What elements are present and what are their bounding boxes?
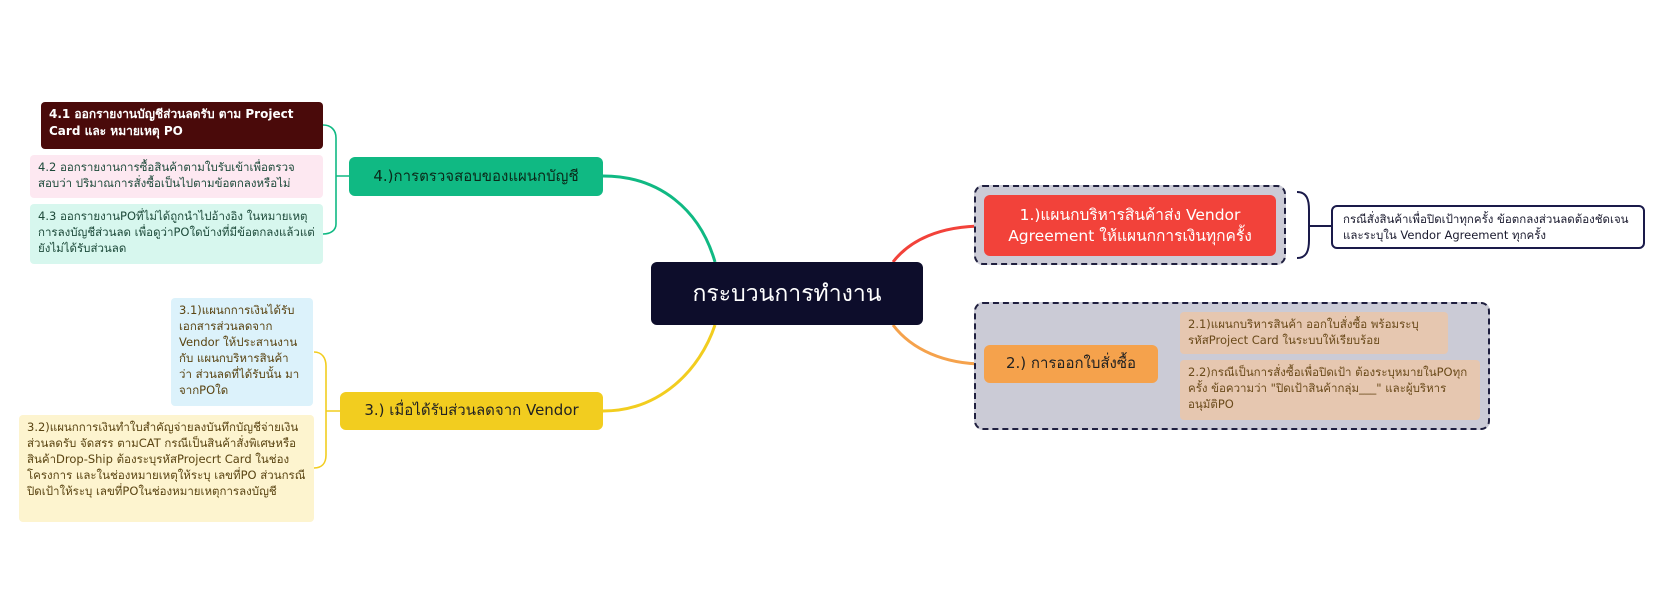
note-callout-1-text: กรณีสั่งสินค้าเพื่อปิดเป้าทุกครั้ง ข้อตก… xyxy=(1343,211,1629,242)
leaf-4-2[interactable]: 4.2 ออกรายงานการซื้อสินค้าตามใบรับเข้าเพ… xyxy=(30,155,323,198)
leaf-3-1[interactable]: 3.1)แผนกการเงินได้รับเอกสารส่วนลดจาก Ven… xyxy=(171,298,313,406)
connector-branch-1 xyxy=(891,224,985,263)
central-topic[interactable]: กระบวนการทำงาน xyxy=(651,262,923,325)
central-topic-label: กระบวนการทำงาน xyxy=(692,280,882,307)
note-callout-1[interactable]: กรณีสั่งสินค้าเพื่อปิดเป้าทุกครั้ง ข้อตก… xyxy=(1331,205,1645,249)
leaf-4-3[interactable]: 4.3 ออกรายงานPOที่ไม่ได้ถูกนำไปอ้างอิง ใ… xyxy=(30,204,323,264)
branch-4-label: 4.)การตรวจสอบของแผนกบัญชี xyxy=(373,166,579,185)
branch-1-label: 1.)แผนกบริหารสินค้าส่ง Vendor Agreement … xyxy=(1008,206,1252,245)
connector-note-bracket xyxy=(1296,191,1331,259)
leaf-2-2[interactable]: 2.2)กรณีเป็นการสั่งซื้อเพื่อปิดเป้า ต้อง… xyxy=(1180,360,1480,420)
leaf-4-1[interactable]: 4.1 ออกรายงานบัญชีส่วนลดรับ ตาม Project … xyxy=(41,102,323,149)
leaf-3-2[interactable]: 3.2)แผนกการเงินทำใบสำคัญจ่ายลงบันทึกบัญช… xyxy=(19,415,314,522)
branch-4-accounting-audit[interactable]: 4.)การตรวจสอบของแผนกบัญชี xyxy=(349,157,603,196)
branch-1-vendor-agreement[interactable]: 1.)แผนกบริหารสินค้าส่ง Vendor Agreement … xyxy=(984,195,1276,256)
connector-branch-3 xyxy=(602,324,717,413)
branch-3-vendor-discount[interactable]: 3.) เมื่อได้รับส่วนลดจาก Vendor xyxy=(340,392,603,430)
branch-2-purchase-order[interactable]: 2.) การออกใบสั่งซื้อ xyxy=(984,345,1158,383)
branch-3-label: 3.) เมื่อได้รับส่วนลดจาก Vendor xyxy=(364,401,579,420)
connector-branch-4-leaves xyxy=(322,124,349,235)
connector-branch-3-leaves xyxy=(313,351,340,469)
leaf-2-1[interactable]: 2.1)แผนกบริหารสินค้า ออกใบสั่งซื้อ พร้อม… xyxy=(1180,312,1448,354)
connector-branch-4 xyxy=(602,174,717,263)
connector-branch-2 xyxy=(891,324,985,366)
branch-2-label: 2.) การออกใบสั่งซื้อ xyxy=(1005,354,1137,373)
